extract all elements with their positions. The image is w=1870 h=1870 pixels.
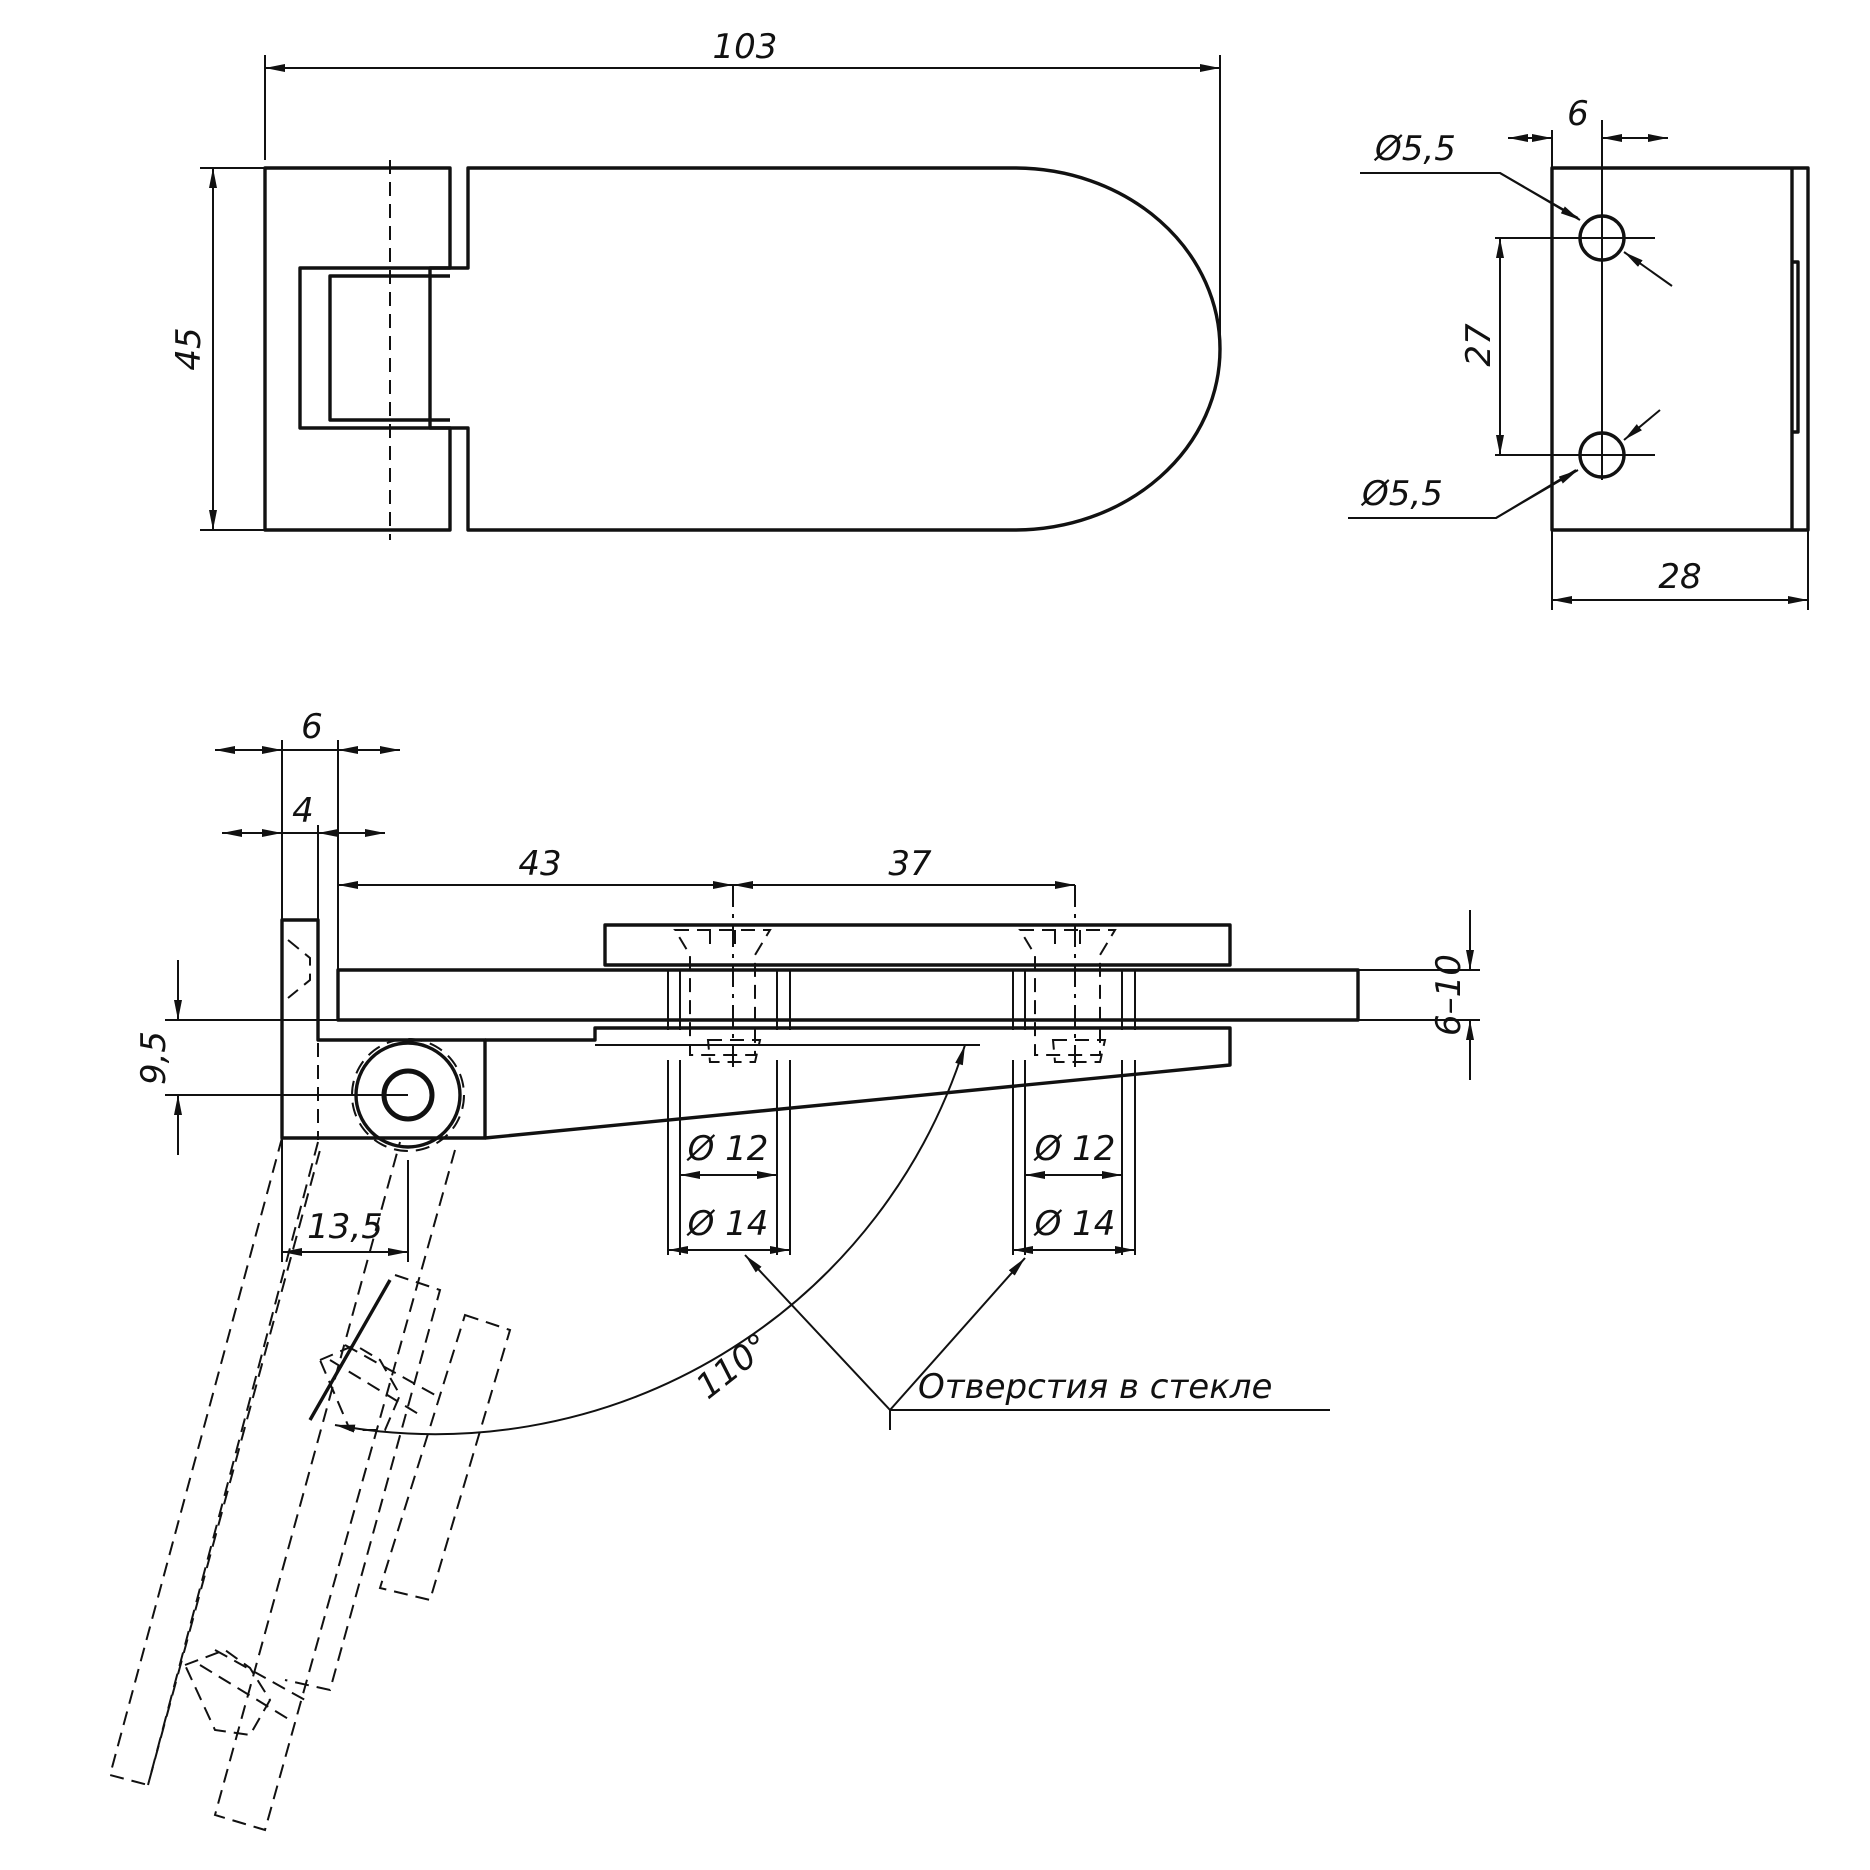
- side-plate-step: [1792, 260, 1800, 434]
- opening-angle-arc: [334, 1044, 966, 1436]
- front-view: 6 4 43 37 9,5 6–10 13,5 Ø 12: [108, 707, 1480, 1832]
- dim-bore-left-14: Ø 14: [686, 1204, 769, 1244]
- dim-side-4: 4: [292, 791, 314, 831]
- dim-axis-offset: 9,5: [134, 1031, 174, 1085]
- dim-bore-right-12: Ø 12: [1033, 1129, 1116, 1169]
- dim-glass-thickness: 6–10: [1429, 954, 1469, 1036]
- dim-side-6: 6: [301, 707, 323, 747]
- dim-hole-spacing: 27: [1459, 323, 1499, 367]
- dim-width: 28: [1658, 557, 1701, 597]
- dim-bore-left-12: Ø 12: [686, 1129, 769, 1169]
- dim-bore-right-14: Ø 14: [1033, 1204, 1116, 1244]
- top-view: 103 45: [169, 27, 1222, 540]
- clamp-plate: [603, 923, 1232, 967]
- dim-overall-length: 103: [713, 27, 778, 67]
- hinge-plate-rounded: [428, 166, 1222, 532]
- bolt-left: [667, 885, 791, 1070]
- dim-43: 43: [518, 844, 561, 884]
- dim-height: 45: [169, 327, 209, 370]
- side-view: 6 Ø5,5 27 Ø5,5 28: [1348, 94, 1810, 610]
- dim-hole-offset: 6: [1567, 94, 1589, 134]
- phantom-open-position: [108, 1137, 512, 1832]
- callout-glass-holes: Отверстия в стекле: [918, 1367, 1272, 1407]
- glass-pane: [336, 968, 1360, 1022]
- side-plate: [1550, 166, 1810, 532]
- dim-hole-dia-bottom: Ø5,5: [1360, 474, 1443, 514]
- hinge-base: [280, 918, 487, 1140]
- dim-hole-dia-top: Ø5,5: [1373, 129, 1456, 169]
- hinge-body-left: [263, 166, 452, 532]
- dim-13-5: 13,5: [307, 1207, 383, 1247]
- dim-37: 37: [888, 844, 932, 884]
- bolt-right: [1012, 885, 1136, 1070]
- dim-opening-angle: 110°: [689, 1325, 778, 1407]
- hinge-arm: [484, 1026, 1232, 1140]
